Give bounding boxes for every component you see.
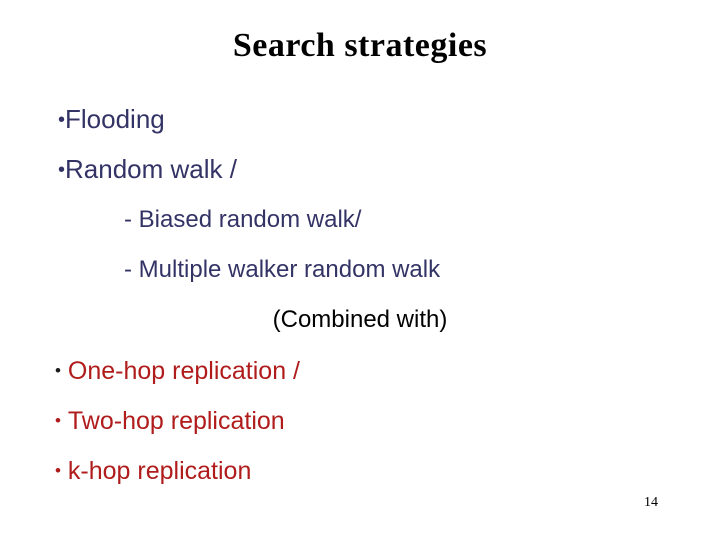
list-item-label: Multiple walker random walk: [138, 256, 441, 283]
list-item-flooding: •Flooding: [58, 104, 165, 135]
combined-with-note: (Combined with): [0, 306, 720, 334]
bullet-marker-icon: •: [55, 461, 61, 480]
dash-marker-icon: -: [124, 206, 132, 233]
list-item-label: Random walk /: [65, 154, 237, 184]
list-item-label: One-hop replication /: [67, 357, 300, 385]
list-item-multiple-walker-random-walk: - Multiple walker random walk: [124, 256, 440, 284]
list-item-label: k-hop replication: [67, 457, 252, 485]
page-number: 14: [644, 495, 658, 510]
page-title: Search strategies: [232, 27, 488, 64]
list-item-label: Two-hop replication: [67, 407, 285, 435]
bullet-marker-icon: •: [58, 159, 66, 181]
list-item-k-hop-replication: • k-hop replication: [55, 456, 251, 486]
list-item-random-walk: •Random walk /: [58, 154, 237, 185]
dash-marker-icon: -: [124, 256, 132, 283]
bullet-marker-icon: •: [55, 411, 61, 430]
bullet-marker-icon: •: [58, 109, 66, 131]
list-item-two-hop-replication: • Two-hop replication: [55, 406, 285, 436]
list-item-label: Biased random walk/: [138, 206, 362, 233]
combined-with-label: (Combined with): [272, 306, 448, 333]
list-item-biased-random-walk: - Biased random walk/: [124, 206, 361, 234]
bullet-marker-icon: •: [55, 361, 61, 380]
list-item-label: Flooding: [65, 104, 165, 134]
list-item-one-hop-replication: • One-hop replication /: [55, 356, 300, 386]
